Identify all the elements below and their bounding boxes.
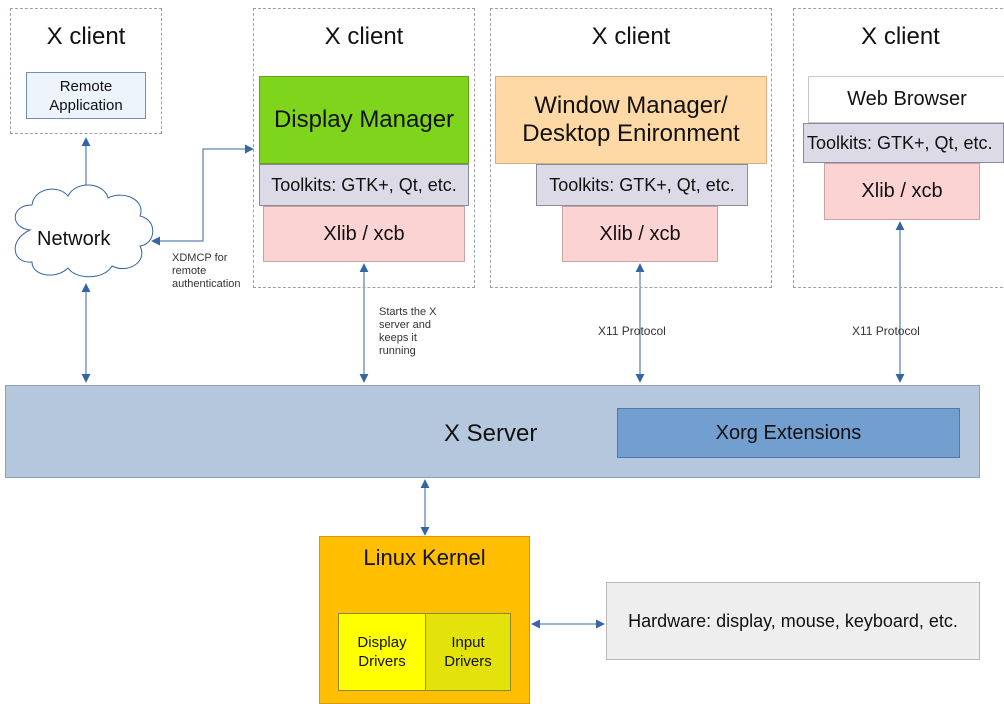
remote-application-label: Remote Application <box>49 77 123 114</box>
toolkits-box-dm: Toolkits: GTK+, Qt, etc. <box>259 164 469 206</box>
xlib-box-wb: Xlib / xcb <box>824 163 980 220</box>
linux-kernel-label: Linux Kernel <box>363 545 486 570</box>
x-client-title: X client <box>324 23 404 50</box>
xlib-label: Xlib / xcb <box>323 222 405 245</box>
input-drivers-box: Input Drivers <box>425 613 511 691</box>
display-drivers-box: Display Drivers <box>338 613 426 691</box>
xorg-extensions-label: Xorg Extensions <box>715 421 862 444</box>
x-client-web-browser: X client <box>793 8 1004 288</box>
x-client-window-manager: X client <box>490 8 772 288</box>
xdmcp-annotation: XDMCP for remote authentication <box>172 252 241 290</box>
starts-x-annotation: Starts the X server and keeps it running <box>379 306 437 357</box>
display-manager-label: Display Manager <box>273 106 455 133</box>
x11-protocol-wb: X11 Protocol <box>852 324 920 338</box>
network-label: Network <box>37 228 111 250</box>
toolkits-label: Toolkits: GTK+, Qt, etc. <box>549 174 735 195</box>
toolkits-box-wb: Toolkits: GTK+, Qt, etc. <box>803 123 1004 163</box>
toolkits-box-wm: Toolkits: GTK+, Qt, etc. <box>536 164 748 206</box>
window-manager-label: Window Manager/ Desktop Enironment <box>522 92 740 147</box>
web-browser-label: Web Browser <box>847 88 967 110</box>
display-drivers-label: Display Drivers <box>357 634 407 670</box>
arrow-xdmcp <box>151 144 254 246</box>
network-cloud-shape <box>14 184 154 278</box>
display-manager-box: Display Manager <box>259 76 469 164</box>
xlib-label: Xlib / xcb <box>599 222 681 245</box>
x-client-title: X client <box>46 23 126 50</box>
hardware-box: Hardware: display, mouse, keyboard, etc. <box>606 582 980 660</box>
web-browser-box: Web Browser <box>808 76 1004 123</box>
xorg-extensions-box: Xorg Extensions <box>617 408 960 458</box>
x11-protocol-wm: X11 Protocol <box>598 324 666 338</box>
x-client-display-manager: X client <box>253 8 475 288</box>
x-client-title: X client <box>591 23 671 50</box>
hardware-label: Hardware: display, mouse, keyboard, etc. <box>628 610 958 631</box>
x-server-label: X Server <box>444 420 538 447</box>
toolkits-label: Toolkits: GTK+, Qt, etc. <box>271 174 457 195</box>
x-client-remote: X client <box>10 8 162 134</box>
window-manager-box: Window Manager/ Desktop Enironment <box>495 76 767 164</box>
xlib-box-wm: Xlib / xcb <box>562 206 718 262</box>
input-drivers-label: Input Drivers <box>444 634 492 670</box>
toolkits-label: Toolkits: GTK+, Qt, etc. <box>807 132 993 153</box>
x-client-title: X client <box>861 23 940 50</box>
xlib-label: Xlib / xcb <box>861 180 943 202</box>
remote-application-box: Remote Application <box>26 72 146 119</box>
xlib-box-dm: Xlib / xcb <box>263 206 465 262</box>
